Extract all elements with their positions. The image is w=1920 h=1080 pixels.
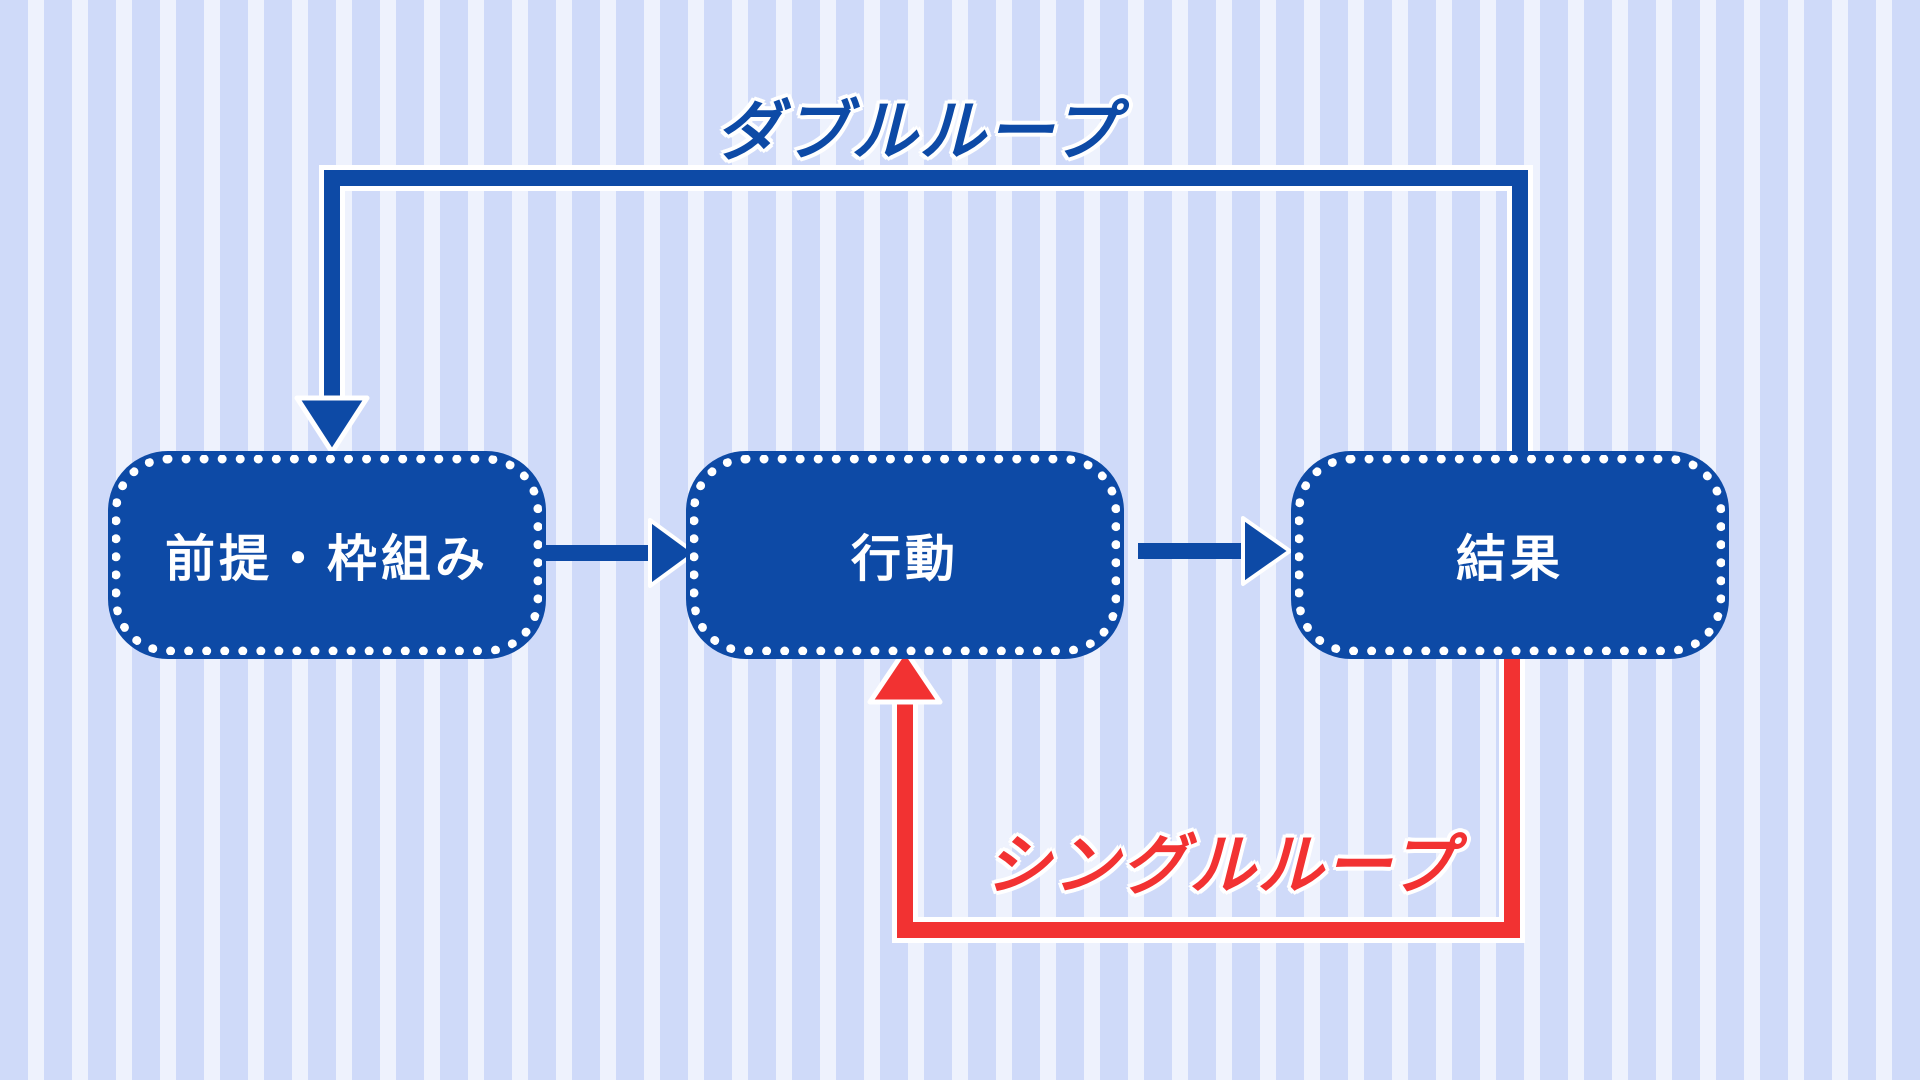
double-loop-label: ダブルループ	[715, 93, 1120, 170]
single-loop-arrowhead	[867, 647, 943, 705]
double-loop-line	[319, 165, 1533, 455]
arrow-premise-to-action-head	[648, 518, 697, 588]
node-action-label: 行動	[851, 530, 959, 588]
node-result: 結果	[1295, 455, 1725, 655]
single-loop-line-core	[897, 655, 1520, 938]
arrow-action-to-result-head	[1241, 516, 1292, 586]
single-loop-label: シングルループ	[985, 827, 1458, 904]
double-loop-arrowhead	[294, 395, 370, 455]
double-loop-line-core	[324, 170, 1528, 455]
node-premise-label: 前提・枠組み	[165, 530, 489, 588]
node-result-label: 結果	[1456, 530, 1564, 588]
node-action: 行動	[690, 455, 1120, 655]
node-premise: 前提・枠組み	[112, 455, 542, 655]
